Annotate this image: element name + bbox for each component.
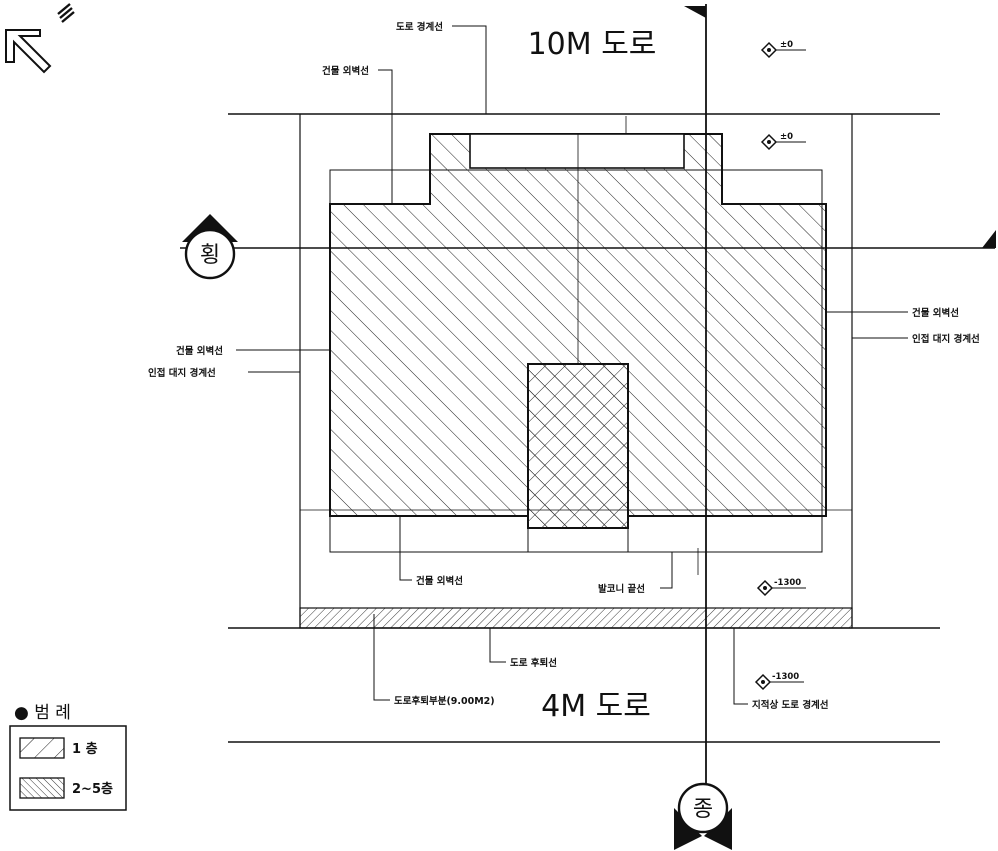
label-building-outline-top: 건물 외벽선: [322, 65, 369, 77]
label-road-setback-area: 도로후퇴부분(9.00M2): [394, 695, 495, 707]
level-value-1: ±0: [780, 40, 793, 50]
legend-swatch-2-5f: [19, 777, 65, 799]
north-arrow-icon: [5, 3, 75, 74]
road-name-bottom: 4M 도로: [541, 689, 651, 724]
entrance-opening: [469, 133, 685, 169]
legend-item-1f: 1 층: [72, 741, 98, 757]
label-building-outline-bottom: 건물 외벽선: [416, 575, 463, 587]
level-icon: [754, 673, 804, 691]
level-value-2: ±0: [780, 132, 793, 142]
level-value-3: -1300: [774, 578, 801, 588]
legend-title: ● 범 례: [14, 703, 71, 723]
legend: ● 범 례 1 층 2~5층: [9, 703, 127, 811]
section-marker-vertical: [674, 782, 732, 850]
label-adjacent-boundary-left: 인접 대지 경계선: [148, 367, 216, 379]
section-mark-vertical-text: 종: [693, 797, 713, 822]
leader-lines: [236, 25, 908, 705]
label-balcony-line: 발코니 끝선: [598, 583, 645, 595]
upper-floors-area: [527, 363, 629, 529]
road-setback-area: [299, 607, 853, 629]
label-adjacent-boundary-right: 인접 대지 경계선: [912, 333, 980, 345]
balcony-lines: [527, 116, 699, 575]
level-icon: [756, 579, 806, 597]
level-icon: [760, 41, 806, 59]
level-markers: [754, 41, 806, 691]
legend-item-2-5f: 2~5층: [72, 781, 113, 797]
legend-swatch-1f: [19, 737, 65, 759]
section-lines: [180, 4, 996, 800]
section-mark-horizontal-text: 횡: [200, 243, 220, 268]
label-road-setback-line: 도로 후퇴선: [510, 657, 557, 669]
road-name-top: 10M 도로: [528, 27, 657, 62]
label-road-boundary-top: 도로 경계선: [396, 21, 443, 33]
section-marker-horizontal: [182, 214, 238, 280]
level-icon: [760, 133, 806, 151]
label-building-outline-right: 건물 외벽선: [912, 307, 959, 319]
label-road-boundary-bottom: 지적상 도로 경계선: [752, 699, 829, 711]
label-building-outline-left: 건물 외벽선: [176, 345, 223, 357]
level-value-4: -1300: [772, 672, 799, 682]
